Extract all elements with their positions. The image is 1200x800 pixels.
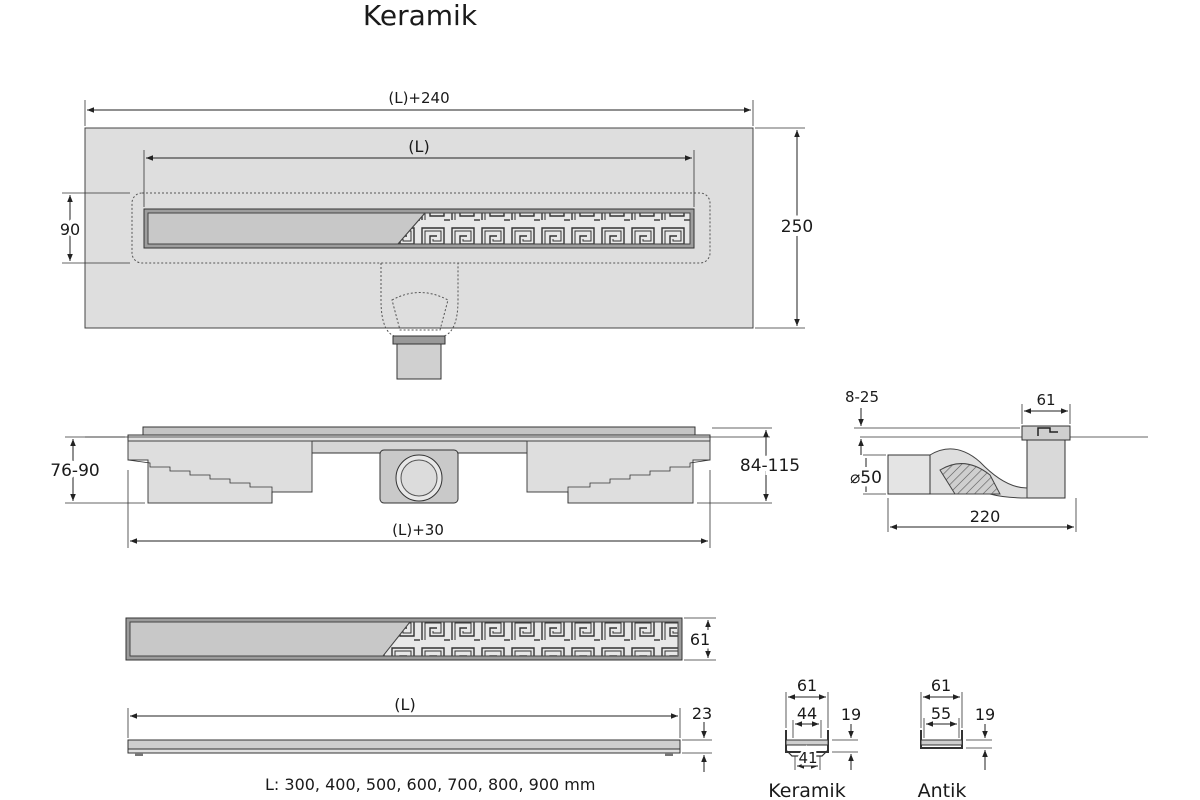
- dim-overall-width-label: (L)+240: [388, 89, 449, 107]
- keramik-height-label: 19: [841, 705, 861, 724]
- keramik-bottom-label: 41: [798, 749, 817, 767]
- profile-antik: 61 55 19 Antik: [918, 676, 996, 800]
- plan-view: (L)+240 (L) 90 250: [57, 89, 817, 380]
- plan-recess-outline: [131, 192, 711, 264]
- dim-grate-length-label: (L): [394, 695, 415, 714]
- plan-funnel-dashed: [391, 292, 449, 331]
- dim-channel-width-label: 90: [60, 220, 80, 239]
- plan-grate-plain: [147, 212, 427, 245]
- side-flange: [127, 434, 711, 442]
- side-support-left: [127, 440, 313, 504]
- section-body: [1026, 439, 1066, 499]
- cross-section: 8-25 61 ⌀50 220: [845, 388, 1148, 532]
- antik-outer-label: 61: [931, 676, 951, 695]
- grate-plain: [129, 621, 412, 657]
- grate-meander: [381, 621, 679, 657]
- dim-side-length-label: (L)+30: [392, 521, 444, 539]
- side-grate: [142, 426, 696, 436]
- keramik-inner-label: 44: [797, 704, 817, 723]
- lengths-note: L: 300, 400, 500, 600, 700, 800, 900 mm: [265, 775, 595, 794]
- plan-outlet-pipe: [396, 343, 442, 380]
- dim-grate-height-label: 23: [692, 704, 712, 723]
- dim-height-left-label: 76-90: [50, 461, 99, 481]
- dim-height-right-label: 84-115: [740, 456, 800, 476]
- dim-overall-height-label: 250: [781, 217, 813, 237]
- keramik-outer-label: 61: [797, 676, 817, 695]
- keramik-name: Keramik: [768, 780, 845, 800]
- dim-channel-length-label: (L): [408, 137, 429, 156]
- drawing-title: Keramik: [363, 0, 478, 32]
- antik-name: Antik: [918, 780, 967, 800]
- section-pipe: [887, 454, 931, 495]
- antik-inner-label: 55: [931, 704, 951, 723]
- grate-side-view: (L) 23 L: 300, 400, 500, 600, 700, 800, …: [127, 695, 712, 794]
- dim-grate-width-label: 61: [1036, 391, 1055, 409]
- dim-adjust-label: 8-25: [845, 388, 879, 406]
- dim-depth-label: 220: [970, 507, 1001, 526]
- antik-height-label: 19: [975, 705, 995, 724]
- grate-bar: [127, 739, 681, 750]
- grate-top-view: 61: [125, 617, 716, 661]
- dim-outlet-diameter-label: ⌀50: [850, 468, 882, 488]
- plan-grate-meander: [396, 212, 691, 245]
- side-view: 76-90 84-115 (L)+30: [46, 426, 804, 548]
- dim-grate-width-top-label: 61: [690, 630, 710, 649]
- section-trap: [939, 463, 1001, 495]
- profile-keramik: 61 44 41 19 Keramik: [768, 676, 861, 800]
- side-support-right: [526, 440, 711, 504]
- plan-outlet-ring: [392, 335, 446, 345]
